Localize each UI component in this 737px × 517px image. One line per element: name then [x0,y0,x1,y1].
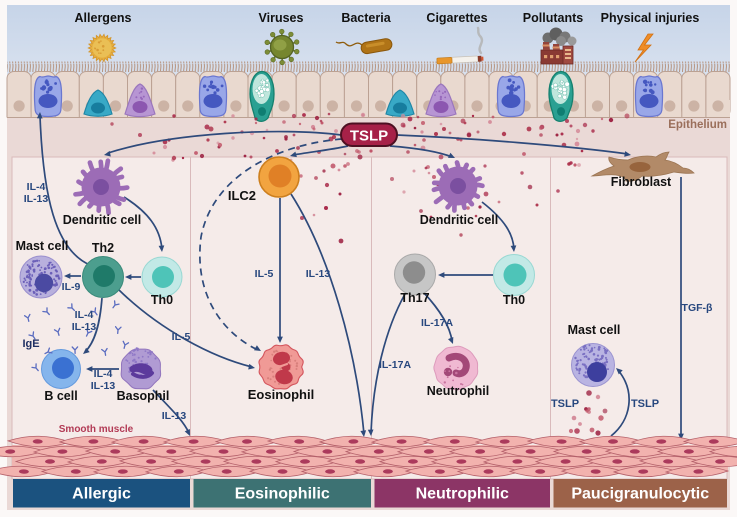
svg-text:B cell: B cell [44,389,77,403]
svg-text:IgE: IgE [22,338,39,350]
svg-text:TSLP: TSLP [350,128,388,145]
svg-text:IL-13: IL-13 [91,380,116,392]
svg-text:Eosinophilic: Eosinophilic [235,486,330,503]
svg-text:TSLP: TSLP [551,398,579,410]
svg-text:IL-4: IL-4 [27,181,46,193]
svg-text:Th2: Th2 [92,241,114,255]
svg-text:IL-13: IL-13 [24,193,49,205]
svg-text:Cigarettes: Cigarettes [426,11,487,25]
svg-text:Basophil: Basophil [117,389,170,403]
svg-text:TGF-β: TGF-β [682,302,713,314]
svg-text:Th0: Th0 [151,293,173,307]
svg-text:Epithelium: Epithelium [668,119,727,131]
svg-text:Mast cell: Mast cell [568,323,621,337]
svg-text:Neutrophilic: Neutrophilic [416,486,509,503]
svg-text:Paucigranulocytic: Paucigranulocytic [571,486,709,503]
svg-text:Dendritic cell: Dendritic cell [63,213,142,227]
svg-text:Bacteria: Bacteria [341,11,391,25]
svg-text:Allergic: Allergic [72,486,131,503]
svg-text:ILC2: ILC2 [228,188,256,203]
svg-text:Allergens: Allergens [75,11,132,25]
svg-text:IL-9: IL-9 [62,281,81,293]
svg-text:IL-4: IL-4 [75,309,94,321]
svg-text:IL-4: IL-4 [94,368,113,380]
svg-text:IL-13: IL-13 [72,321,97,333]
svg-text:Th17: Th17 [400,291,429,305]
svg-text:IL-17A: IL-17A [421,317,454,329]
svg-text:Pollutants: Pollutants [523,11,583,25]
svg-text:Eosinophil: Eosinophil [248,387,314,402]
svg-text:IL-17A: IL-17A [379,359,412,371]
svg-text:Viruses: Viruses [259,11,304,25]
svg-text:IL-5: IL-5 [172,331,191,343]
svg-text:Smooth muscle: Smooth muscle [59,424,134,435]
svg-text:Physical injuries: Physical injuries [601,11,700,25]
svg-text:IL-13: IL-13 [306,268,331,280]
svg-text:Mast cell: Mast cell [16,239,69,253]
svg-text:Fibroblast: Fibroblast [611,175,672,189]
svg-text:TSLP: TSLP [631,398,659,410]
svg-text:IL-13: IL-13 [162,410,187,422]
svg-text:IL-5: IL-5 [255,268,274,280]
svg-text:Th0: Th0 [503,293,525,307]
svg-text:Dendritic cell: Dendritic cell [420,213,499,227]
svg-text:Neutrophil: Neutrophil [427,384,490,398]
